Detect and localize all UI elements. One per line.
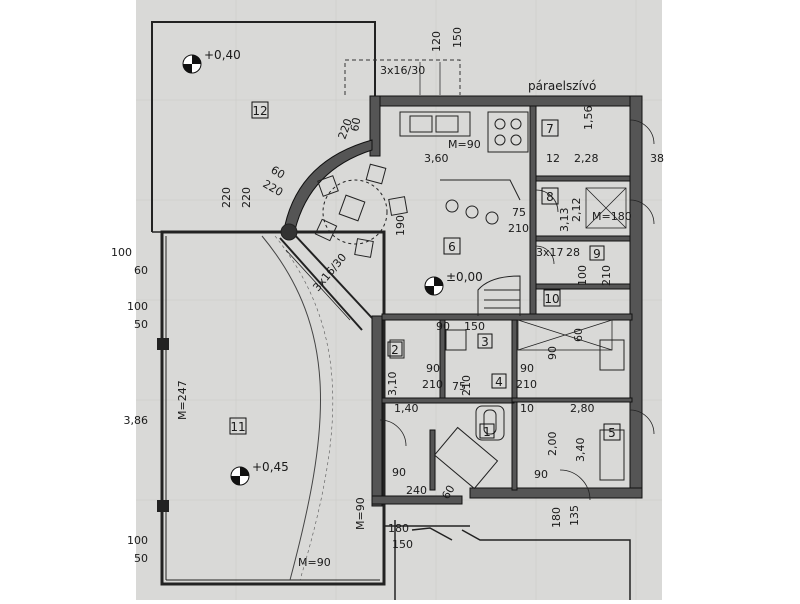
level-main: ±0,00 bbox=[446, 270, 483, 284]
dim: 2,12 bbox=[570, 198, 583, 223]
room-number-6: 6 bbox=[448, 240, 456, 254]
dim: 210 bbox=[508, 222, 529, 235]
dim: 90 bbox=[534, 468, 548, 481]
dim: 180 bbox=[550, 507, 563, 528]
dim: 90 bbox=[520, 362, 534, 375]
dim: 210 bbox=[516, 378, 537, 391]
dim: 3,40 bbox=[574, 438, 587, 463]
room-number-7: 7 bbox=[546, 122, 554, 136]
wardrobe-hatch bbox=[585, 187, 627, 229]
dim: 60 bbox=[439, 483, 457, 502]
room-number-3: 3 bbox=[481, 335, 489, 349]
dim: 60 bbox=[348, 116, 363, 132]
dim: 100 bbox=[127, 534, 148, 547]
dim: 150 bbox=[464, 320, 485, 333]
dim: 60 bbox=[572, 328, 585, 342]
dim: 1,56 bbox=[582, 106, 595, 131]
dim: 100 bbox=[576, 265, 589, 286]
dim: M=247 bbox=[176, 380, 189, 420]
dim: 3,86 bbox=[124, 414, 149, 427]
dim: 120 bbox=[430, 31, 443, 52]
dim: 2,00 bbox=[546, 432, 559, 457]
room-number-9: 9 bbox=[593, 247, 601, 261]
pantry-hatch bbox=[517, 319, 613, 351]
dim: 60 bbox=[134, 264, 148, 277]
dim: 10 bbox=[520, 402, 534, 415]
terrace-11 bbox=[157, 230, 386, 586]
passage bbox=[279, 223, 373, 331]
room-number-4: 4 bbox=[495, 375, 503, 389]
interior-stairs bbox=[477, 275, 521, 316]
room-number-11: 11 bbox=[230, 420, 245, 434]
room-number-1: 1 bbox=[483, 425, 491, 439]
dim: 90 bbox=[426, 362, 440, 375]
level-marker-icon bbox=[424, 276, 444, 296]
hood-label: páraelszívó bbox=[528, 79, 596, 93]
dim: 220 bbox=[220, 187, 233, 208]
door-swings bbox=[379, 119, 655, 501]
dim: 210 bbox=[422, 378, 443, 391]
room-number-10: 10 bbox=[544, 292, 559, 306]
exterior-outline bbox=[385, 520, 631, 600]
dim: M=90 bbox=[448, 138, 481, 151]
dim: 50 bbox=[134, 552, 148, 565]
building-walls bbox=[284, 95, 643, 507]
dim: 3,60 bbox=[424, 152, 449, 165]
stair-label: 3x16/30 bbox=[380, 64, 425, 77]
dim: 190 bbox=[394, 215, 407, 236]
dim: 3,13 bbox=[558, 208, 571, 233]
dim: 90 bbox=[392, 466, 406, 479]
dim: 220 bbox=[240, 187, 253, 208]
dim: 75 bbox=[512, 206, 526, 219]
dim: 12 bbox=[546, 152, 560, 165]
level-marker-icon bbox=[230, 466, 250, 486]
dim: M=90 bbox=[354, 497, 367, 530]
dim: 2,80 bbox=[570, 402, 595, 415]
dim: 2,28 bbox=[574, 152, 599, 165]
dim: M=180 bbox=[592, 210, 632, 223]
dim: 180 bbox=[388, 522, 409, 535]
dim: 90 bbox=[436, 320, 450, 333]
dim: 240 bbox=[406, 484, 427, 497]
sanitary-fixtures bbox=[389, 329, 625, 490]
dim: 38 bbox=[650, 152, 664, 165]
room-number-12: 12 bbox=[252, 104, 267, 118]
dim: 150 bbox=[451, 27, 464, 48]
room-number-5: 5 bbox=[608, 426, 616, 440]
dim: 135 bbox=[568, 505, 581, 526]
room-number-8: 8 bbox=[546, 190, 554, 204]
dining-set bbox=[314, 163, 408, 258]
level-terrace-top: +0,40 bbox=[204, 48, 241, 62]
dim: 90 bbox=[546, 346, 559, 360]
kitchen bbox=[399, 111, 529, 225]
dim: 3x17 bbox=[536, 246, 564, 259]
dim: 210 bbox=[460, 375, 473, 396]
dim: 100 bbox=[111, 246, 132, 259]
dim: 1,40 bbox=[394, 402, 419, 415]
dim: 75 bbox=[452, 380, 466, 393]
level-terrace-bottom: +0,45 bbox=[252, 460, 289, 474]
dim: 3,10 bbox=[386, 372, 399, 397]
dim: 210 bbox=[600, 265, 613, 286]
room-number-2: 2 bbox=[391, 343, 399, 357]
dim: 150 bbox=[392, 538, 413, 551]
dim: M=90 bbox=[298, 556, 331, 569]
level-marker-icon bbox=[182, 54, 202, 74]
dim: 28 bbox=[566, 246, 580, 259]
dim: 100 bbox=[127, 300, 148, 313]
dim: 50 bbox=[134, 318, 148, 331]
dim: 60 bbox=[269, 163, 288, 181]
